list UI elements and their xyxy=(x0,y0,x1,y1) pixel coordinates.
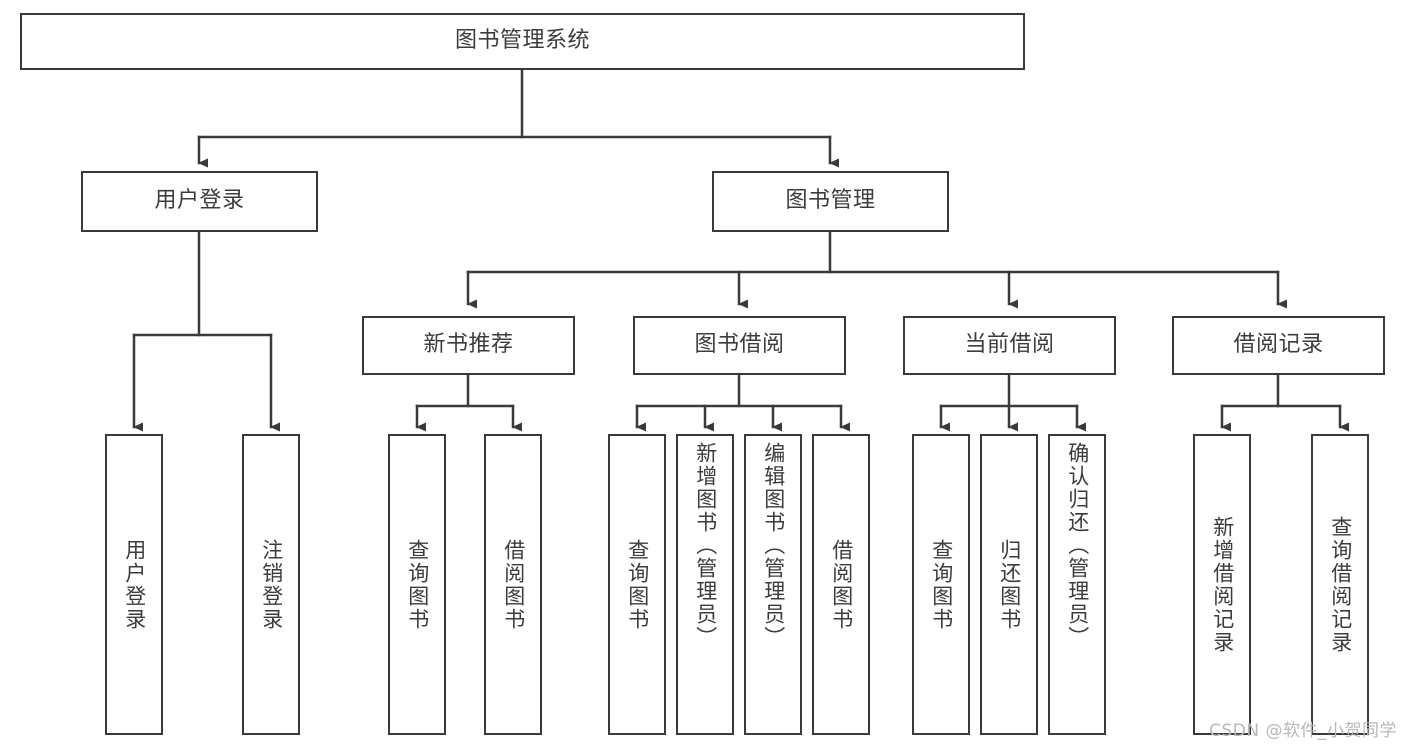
leaf-borrow-book-rec-label: 借阅图书 xyxy=(501,538,526,631)
leaf-add-book-admin-label: 新增图书（管理员） xyxy=(693,442,718,649)
node-book-management[interactable]: 图书管理 xyxy=(712,171,949,232)
node-new-book-recommend[interactable]: 新书推荐 xyxy=(362,316,575,375)
leaf-logout-label: 注销登录 xyxy=(259,538,284,631)
leaf-query-borrow-record[interactable]: 查询借阅记录 xyxy=(1311,434,1369,735)
leaf-edit-book-admin-label: 编辑图书（管理员） xyxy=(761,442,786,649)
leaf-query-book-rec-label: 查询图书 xyxy=(405,538,430,631)
leaf-add-book-admin[interactable]: 新增图书（管理员） xyxy=(676,434,734,735)
leaf-confirm-return-admin-label: 确认归还（管理员） xyxy=(1065,442,1090,649)
node-root-label: 图书管理系统 xyxy=(454,28,590,54)
leaf-query-book-borrow-label: 查询图书 xyxy=(625,538,650,631)
node-current-borrow-label: 当前借阅 xyxy=(964,332,1055,358)
leaf-logout[interactable]: 注销登录 xyxy=(242,434,300,735)
node-borrow-record[interactable]: 借阅记录 xyxy=(1172,316,1385,375)
leaf-borrow-book-rec[interactable]: 借阅图书 xyxy=(484,434,542,735)
leaf-query-book-borrow[interactable]: 查询图书 xyxy=(608,434,666,735)
leaf-add-borrow-record[interactable]: 新增借阅记录 xyxy=(1193,434,1251,735)
node-borrow-record-label: 借阅记录 xyxy=(1233,332,1324,358)
node-user-login[interactable]: 用户登录 xyxy=(81,171,318,232)
node-new-book-recommend-label: 新书推荐 xyxy=(423,332,514,358)
leaf-confirm-return-admin[interactable]: 确认归还（管理员） xyxy=(1048,434,1106,735)
leaf-edit-book-admin[interactable]: 编辑图书（管理员） xyxy=(744,434,802,735)
node-book-borrow[interactable]: 图书借阅 xyxy=(633,316,846,375)
leaf-return-book-label: 归还图书 xyxy=(997,538,1022,631)
node-book-management-label: 图书管理 xyxy=(785,188,876,214)
leaf-borrow-book[interactable]: 借阅图书 xyxy=(812,434,870,735)
leaf-add-borrow-record-label: 新增借阅记录 xyxy=(1210,515,1235,654)
leaf-user-login[interactable]: 用户登录 xyxy=(105,434,163,735)
leaf-query-book-rec[interactable]: 查询图书 xyxy=(388,434,446,735)
node-root[interactable]: 图书管理系统 xyxy=(20,13,1025,70)
leaf-borrow-book-label: 借阅图书 xyxy=(829,538,854,631)
leaf-return-book[interactable]: 归还图书 xyxy=(980,434,1038,735)
leaf-query-book-current-label: 查询图书 xyxy=(929,538,954,631)
leaf-query-book-current[interactable]: 查询图书 xyxy=(912,434,970,735)
node-book-borrow-label: 图书借阅 xyxy=(694,332,785,358)
leaf-user-login-label: 用户登录 xyxy=(122,538,147,631)
watermark-text: CSDN @软件_小贺同学 xyxy=(1209,721,1397,741)
node-user-login-label: 用户登录 xyxy=(154,188,245,214)
node-current-borrow[interactable]: 当前借阅 xyxy=(903,316,1116,375)
leaf-query-borrow-record-label: 查询借阅记录 xyxy=(1328,515,1353,654)
